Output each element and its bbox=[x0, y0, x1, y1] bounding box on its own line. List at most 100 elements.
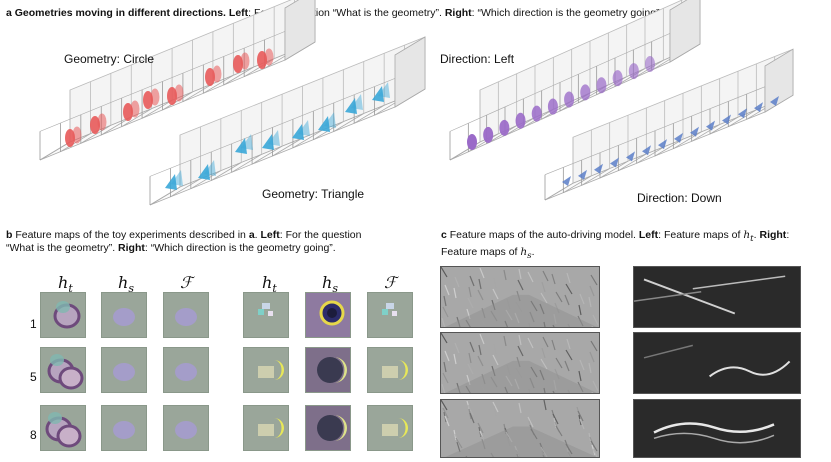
feature-ring-icon bbox=[53, 301, 81, 329]
driving-map-texture-icon bbox=[634, 267, 800, 327]
driving-map-texture-icon bbox=[634, 400, 800, 457]
triangle-shape bbox=[372, 86, 384, 102]
feature-tile bbox=[101, 292, 147, 338]
panel-a-right-text: : “Which direction is the geometry going… bbox=[471, 7, 663, 19]
circle-shape bbox=[123, 103, 133, 121]
triangle-box-rail bbox=[149, 78, 396, 177]
driving-feature-map-right bbox=[633, 332, 801, 394]
col-header-var: ℱ bbox=[180, 273, 193, 292]
feature-moon-icon bbox=[258, 418, 284, 438]
circle-shape bbox=[143, 91, 153, 109]
direction-down-box-floor-line bbox=[709, 116, 739, 135]
feature-tile bbox=[305, 405, 351, 451]
row-label-5: 5 bbox=[30, 370, 37, 384]
panel-c-right-var: hs bbox=[520, 246, 531, 261]
feature-tile bbox=[163, 292, 209, 338]
feature-speck-icon bbox=[258, 303, 273, 316]
circle-shape-shadow bbox=[72, 126, 82, 144]
row-label-8: 8 bbox=[30, 428, 37, 442]
direction-left-box-rail bbox=[449, 33, 671, 132]
purple-circle-shape bbox=[531, 105, 542, 122]
col-header-hs-right: hs bbox=[322, 273, 338, 295]
triangle-shape bbox=[235, 138, 247, 154]
circle-shape-shadow bbox=[174, 84, 184, 102]
purple-circle-shape bbox=[628, 63, 639, 80]
triangle-shape bbox=[345, 98, 357, 114]
purple-circle-shape bbox=[483, 126, 494, 143]
direction-left-box-end-cap bbox=[669, 0, 701, 63]
sub: t bbox=[750, 234, 754, 245]
triangle-box-floor-line bbox=[292, 129, 324, 149]
triangle-down-shape bbox=[594, 163, 603, 174]
panel-c-left-text: : Feature maps of bbox=[658, 229, 741, 241]
panel-c-right-keyword: Right bbox=[759, 229, 787, 241]
triangle-box-floor-line bbox=[272, 137, 303, 157]
col-header-ht-left: ht bbox=[58, 273, 73, 295]
circle-box-rail bbox=[39, 31, 286, 132]
feature-blob-icon bbox=[175, 363, 197, 381]
direction-down-box-floor-line bbox=[691, 124, 720, 142]
col-header-hs-left: hs bbox=[118, 273, 134, 295]
feature-tile bbox=[367, 405, 413, 451]
driving-map-texture-icon bbox=[634, 333, 800, 393]
driving-feature-map-left bbox=[440, 266, 600, 328]
row-label-1: 1 bbox=[30, 317, 37, 331]
triangle-shape-shadow bbox=[298, 120, 310, 136]
label-direction-left: Direction: Left bbox=[440, 52, 515, 66]
feature-tile bbox=[367, 292, 413, 338]
purple-circle-shape bbox=[564, 91, 575, 108]
direction-down-box-floor-line bbox=[673, 131, 702, 150]
triangle-box-floor-line bbox=[333, 113, 364, 132]
circle-box-floor-line bbox=[121, 108, 152, 128]
label-geometry-triangle: Geometry: Triangle bbox=[262, 187, 365, 201]
triangle-shape-shadow bbox=[241, 134, 253, 150]
direction-down-box-floor-line bbox=[728, 109, 757, 128]
panel-a-caption-title: Geometries moving in different direction… bbox=[14, 7, 226, 19]
triangle-shape bbox=[198, 164, 210, 180]
panel-b-left-keyword: Left bbox=[260, 229, 280, 241]
triangle-down-shape bbox=[706, 120, 715, 131]
circle-shape bbox=[233, 55, 243, 73]
triangle-down-shape bbox=[562, 176, 571, 186]
feature-tile bbox=[305, 347, 351, 393]
panel-b-right-keyword: Right bbox=[118, 242, 145, 254]
triangle-down-shape bbox=[722, 114, 731, 125]
var: h bbox=[743, 229, 751, 241]
panel-a-illustration bbox=[39, 0, 794, 206]
col-header-var: h bbox=[118, 273, 129, 292]
circle-box-floor-line bbox=[182, 83, 214, 103]
var: h bbox=[520, 246, 528, 259]
triangle-down-shape bbox=[610, 157, 619, 168]
panel-c-left-keyword: Left bbox=[638, 229, 659, 241]
circle-shape bbox=[167, 87, 177, 105]
purple-circle-shape bbox=[645, 56, 655, 72]
triangle-down-shape bbox=[658, 139, 667, 150]
col-header-ht-right: ht bbox=[262, 273, 277, 295]
triangle-box-floor-line bbox=[251, 145, 283, 165]
circle-box-floor-line bbox=[203, 74, 234, 94]
triangle-box-floor-line bbox=[190, 170, 222, 190]
feature-blob-icon bbox=[113, 363, 135, 381]
feature-tile bbox=[305, 292, 351, 338]
triangle-shape-shadow bbox=[324, 112, 336, 128]
purple-circle-shape bbox=[515, 112, 526, 129]
circle-box-floor-line bbox=[80, 124, 112, 144]
triangle-shape bbox=[318, 116, 330, 132]
label-geometry-circle: Geometry: Circle bbox=[64, 52, 155, 66]
feature-moon-icon bbox=[258, 360, 284, 380]
col-header-sub: s bbox=[128, 282, 134, 296]
purple-circle-shape bbox=[612, 70, 623, 87]
circle-box-floor-line bbox=[141, 99, 173, 119]
circle-shape-shadow bbox=[150, 88, 160, 106]
panel-b-right-text: : “Which direction is the geometry going… bbox=[144, 242, 336, 254]
col-header-var: h bbox=[58, 273, 69, 292]
triangle-box-end-cap bbox=[394, 36, 426, 108]
triangle-down-shape bbox=[690, 126, 699, 137]
feature-tile bbox=[40, 347, 86, 393]
circle-shape-shadow bbox=[130, 100, 140, 118]
triangle-shape-shadow bbox=[268, 130, 280, 146]
triangle-shape bbox=[292, 124, 304, 140]
direction-down-box-floor-line bbox=[544, 182, 574, 201]
feature-tile bbox=[40, 292, 86, 338]
feature-ring-icon bbox=[45, 412, 82, 448]
